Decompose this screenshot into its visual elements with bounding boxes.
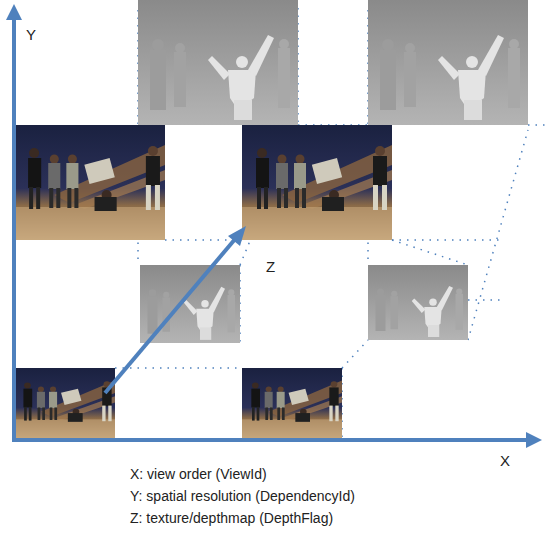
- texture-image: [14, 125, 165, 240]
- axis-label: Z: [266, 258, 275, 275]
- axis-key: Y: spatial resolution (DependencyId): [130, 488, 355, 504]
- axis-arrowheads: [6, 4, 542, 448]
- depth-map: [138, 0, 298, 125]
- axes: [12, 18, 528, 442]
- texture-image: [242, 368, 342, 440]
- depth-map: [368, 265, 468, 340]
- axis-label: Y: [26, 26, 36, 43]
- texture-image: [242, 125, 392, 240]
- depth-map: [368, 0, 528, 125]
- texture-image: [14, 368, 115, 440]
- axis-key: Z: texture/depthmap (DepthFlag): [130, 510, 333, 526]
- axis-key: X: view order (ViewId): [130, 466, 267, 482]
- axis-label: X: [500, 452, 510, 469]
